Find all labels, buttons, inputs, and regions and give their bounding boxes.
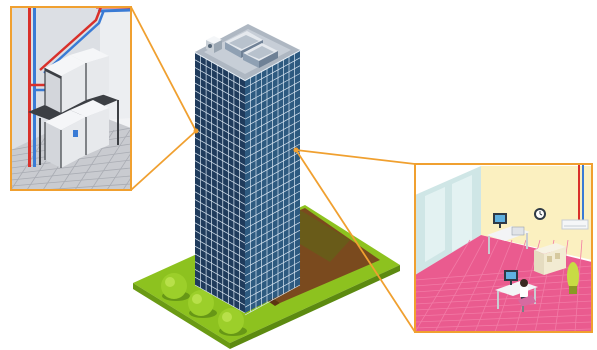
window-mullion [244, 143, 301, 175]
window-mullion [244, 57, 301, 89]
window-mullion [194, 152, 246, 182]
window-mullion [244, 73, 301, 104]
office-tower [194, 24, 301, 316]
rooftop-hvac-units [225, 31, 278, 68]
window-mullion [194, 276, 246, 306]
window-mullion [244, 175, 301, 206]
window-mullion [244, 284, 301, 316]
office-worker-figure [518, 279, 536, 312]
window-mullion [194, 261, 246, 291]
window-mullion [244, 88, 301, 120]
window-mullion [244, 261, 301, 292]
window-mullion [194, 74, 246, 104]
shrubs [161, 273, 247, 336]
wall-clock-icon [534, 208, 546, 220]
potted-plant-icon [567, 262, 579, 294]
window-mullion [244, 159, 301, 190]
window-mullion [244, 128, 301, 159]
window-mullion [194, 90, 246, 120]
window-mullion [194, 214, 246, 244]
window-mullion [194, 253, 246, 283]
window-mullion [244, 182, 301, 214]
window-mullion [194, 199, 246, 228]
window-mullion [194, 137, 246, 166]
window-mullion [194, 222, 246, 252]
window-mullion [194, 121, 246, 151]
window-mullion [194, 129, 246, 158]
callout-anchor-left [193, 128, 199, 134]
window-mullion [194, 67, 246, 96]
window-mullion [244, 104, 301, 136]
callout-leaders [130, 6, 416, 333]
tower-window-grid [194, 49, 301, 316]
window-mullion [194, 98, 246, 127]
window-mullion [194, 269, 246, 298]
shrub-icon [161, 273, 190, 301]
window-mullion [244, 276, 301, 308]
window-mullion [244, 229, 301, 261]
office-inset [414, 163, 593, 333]
building-shadow [290, 210, 350, 262]
file-cabinet-icon [534, 243, 566, 275]
window-mullion [194, 207, 246, 236]
air-conditioner-icon [561, 219, 589, 230]
window-mullion [194, 160, 246, 190]
shrub-icon [218, 308, 247, 336]
window-mullion [194, 191, 246, 221]
window-mullion [244, 151, 301, 183]
window-mullion [194, 175, 246, 205]
shrub-icon [188, 290, 217, 318]
window-mullion [244, 112, 301, 143]
window-mullion [194, 144, 246, 174]
window-mullion [244, 167, 301, 198]
office-workstation-icon [487, 213, 530, 254]
window-mullion [244, 253, 301, 284]
window-mullion [244, 214, 301, 245]
window-mullion [194, 183, 246, 213]
window-mullion [194, 168, 246, 197]
window-mullion [244, 237, 301, 269]
office-frame [414, 163, 593, 333]
window-mullion [194, 238, 246, 267]
window-mullion [244, 65, 301, 96]
window-mullion [244, 190, 301, 222]
window-mullion [244, 81, 301, 112]
window-mullion [194, 59, 246, 89]
window-mullion [194, 82, 246, 112]
rooftop-equipment-box [206, 36, 222, 53]
window-mullion [194, 284, 246, 314]
window-mullion [194, 106, 246, 135]
window-mullion [244, 222, 301, 253]
window-mullion [244, 135, 301, 167]
window-mullion [244, 198, 301, 230]
window-mullion [244, 96, 301, 128]
window-mullion [244, 120, 301, 151]
window-mullion [244, 206, 301, 237]
callout-anchor-right [293, 147, 299, 153]
grass-edge-left [133, 283, 230, 349]
grass-edge-right [230, 265, 400, 349]
server-rack-icon [44, 100, 109, 168]
server-rack-icon [44, 48, 109, 113]
window-mullion [194, 245, 246, 275]
window-mullion [194, 230, 246, 259]
window-mullion [244, 245, 301, 277]
server-room-inset [10, 6, 132, 191]
server-room-frame [10, 6, 132, 191]
window-mullion [244, 269, 301, 300]
pipes [28, 7, 131, 167]
window-mullion [194, 113, 246, 143]
